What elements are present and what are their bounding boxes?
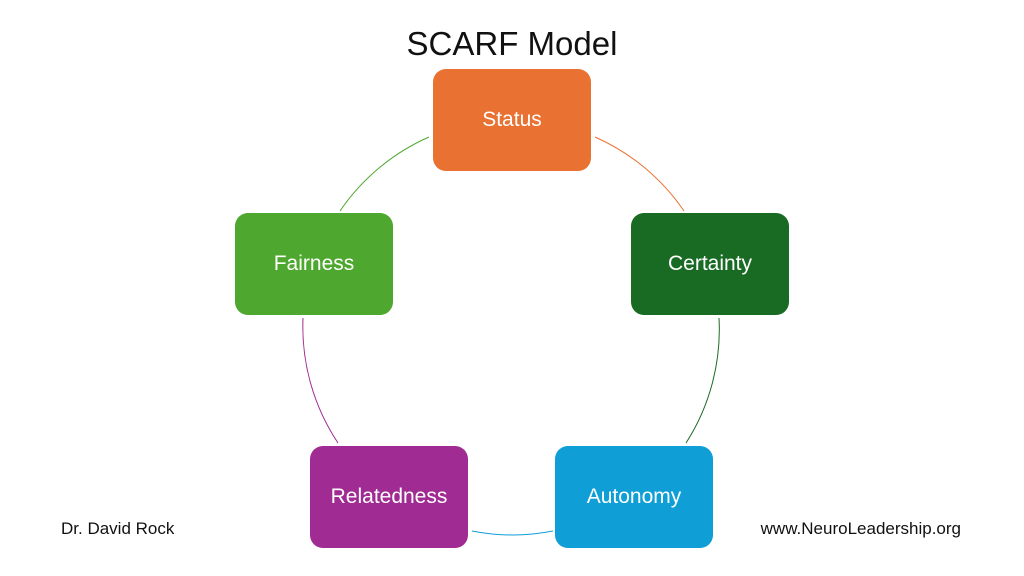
diagram-title: SCARF Model: [406, 25, 618, 62]
node-fairness[interactable]: Fairness: [235, 213, 393, 315]
footer-author: Dr. David Rock: [61, 519, 175, 538]
node-certainty-label: Certainty: [667, 252, 753, 275]
node-autonomy-label: Autonomy: [586, 485, 682, 508]
node-relatedness-label: Relatedness: [330, 485, 448, 508]
connector-relatedness-fairness: [302, 317, 339, 444]
footer-website[interactable]: www.NeuroLeadership.org: [760, 519, 961, 538]
node-status[interactable]: Status: [433, 69, 591, 171]
connector-autonomy-relatedness: [471, 530, 554, 536]
node-fairness-label: Fairness: [273, 252, 355, 275]
node-autonomy[interactable]: Autonomy: [555, 446, 713, 548]
connector-status-certainty: [594, 136, 685, 212]
node-status-label: Status: [482, 108, 542, 131]
node-certainty[interactable]: Certainty: [631, 213, 789, 315]
node-relatedness[interactable]: Relatedness: [310, 446, 468, 548]
connector-certainty-autonomy: [685, 317, 720, 444]
connector-fairness-status: [339, 136, 430, 212]
